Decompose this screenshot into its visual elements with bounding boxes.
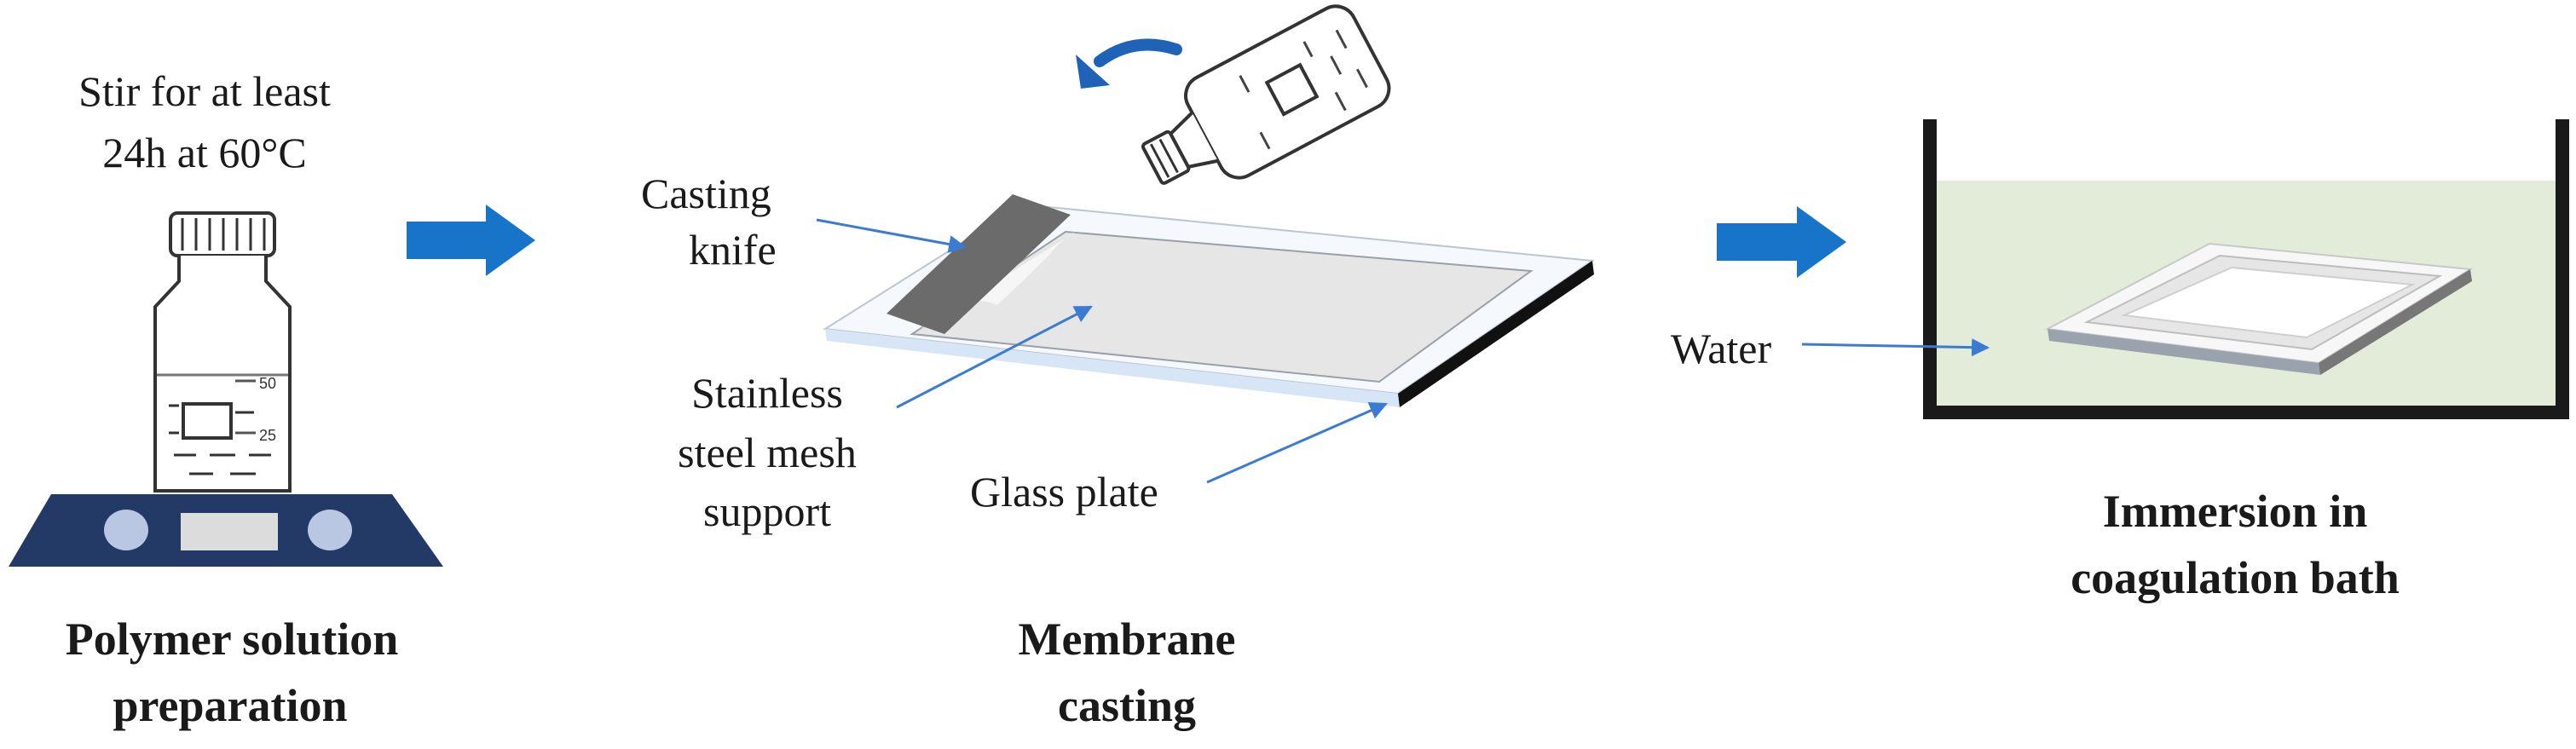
curved-arrow-icon [1076, 38, 1182, 89]
stir-note-line1: Stir for at least [78, 67, 331, 115]
step3-group: Water Immersion in coagulation bath [1671, 119, 2569, 603]
casting-knife-label-line2: knife [689, 226, 777, 274]
bath-tank-icon [1923, 119, 2569, 419]
water-label: Water [1671, 325, 1771, 372]
water-pointer [1801, 338, 1990, 357]
step2-title-line1: Membrane [1019, 614, 1236, 665]
stir-note-line2: 24h at 60°C [102, 129, 306, 176]
casting-knife-icon [887, 194, 1071, 334]
pouring-bottle-icon [1141, 4, 1391, 185]
casting-knife-pointer [816, 218, 967, 253]
step3-title-line1: Immersion in [2103, 486, 2368, 537]
step1-title-line2: preparation [113, 680, 347, 731]
mesh-label-line1: Stainless [691, 369, 843, 417]
hot-plate-icon [9, 494, 443, 567]
step2-title-line2: casting [1058, 680, 1196, 731]
casting-knife-label-line1: Casting [641, 170, 771, 217]
mesh-label-line3: support [703, 487, 831, 535]
flow-arrow-1 [407, 205, 535, 276]
flow-arrow-2 [1717, 206, 1846, 278]
immersed-plate-icon [2044, 242, 2474, 375]
step1-title-line1: Polymer solution [66, 614, 399, 665]
step1-group: Stir for at least 24h at 60°C 50 25 [9, 67, 443, 731]
step2-group: Casting knife Stainless steel mesh suppo… [641, 4, 1595, 731]
mesh-label-line2: steel mesh [678, 429, 857, 476]
bottle-mark-25: 25 [259, 427, 276, 444]
lab-bottle-icon: 50 25 [153, 211, 292, 493]
mesh-pointer [896, 305, 1093, 409]
glass-plate-label: Glass plate [970, 468, 1158, 516]
step3-title-line2: coagulation bath [2071, 552, 2400, 603]
bottle-mark-50: 50 [259, 375, 276, 392]
glass-plate-pointer [1206, 401, 1388, 484]
